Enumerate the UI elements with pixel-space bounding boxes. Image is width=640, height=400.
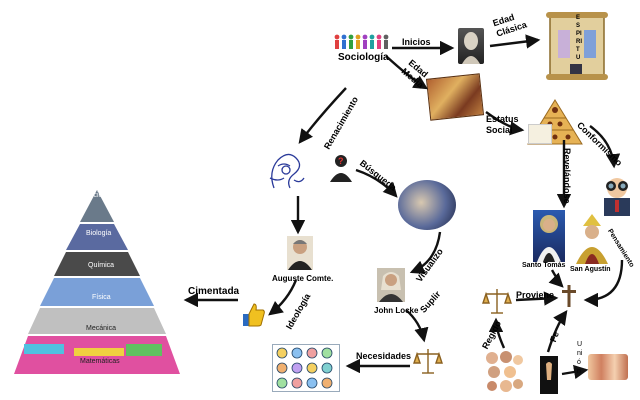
john-locke-image (377, 268, 405, 302)
arrow-busqueda (355, 168, 398, 198)
thumbs-up-image (240, 302, 266, 328)
pyramid-level-label: Sociología (85, 192, 118, 199)
sociologia-label: Sociología (338, 52, 389, 63)
arrow-conformismo (589, 125, 621, 169)
union-crowd-image (588, 354, 628, 380)
arrow-edad-clasica (489, 34, 541, 49)
proviene-label: Proviene (516, 290, 555, 300)
renaissance-drawing-image (264, 148, 308, 192)
santo-tomas-label: Santo Tomás (522, 262, 566, 269)
arrow-visualizo (409, 231, 442, 275)
sociologia-people-icon (333, 34, 389, 50)
pyramid-level-label: Matemáticas (80, 358, 120, 365)
knowledge-pyramid (14, 188, 180, 376)
status-chart-image (528, 124, 552, 144)
union-label: Unión (577, 341, 583, 375)
pyramid-level-label: Mecánica (86, 325, 116, 332)
svg-text:?: ? (338, 156, 344, 166)
arrow-proviene (515, 291, 559, 306)
pyramid-level-label: Biología (86, 230, 112, 237)
revelandose-label: Revelándose (562, 148, 572, 204)
scales-icon (413, 346, 443, 376)
arrow-union (561, 364, 589, 380)
scales-icon (482, 286, 512, 316)
john-locke-label: John Locke (374, 306, 419, 315)
arrow-fe (546, 310, 568, 353)
pyramid-level-label: Física (92, 294, 111, 301)
cimentada-label: Cimentada (188, 286, 240, 297)
cross-icon (561, 284, 577, 308)
arrow-estatus (485, 111, 525, 136)
san-agustin-label: San Agustín (570, 266, 611, 273)
san-agustin-image (573, 212, 611, 264)
greek-bust-image (458, 28, 484, 64)
crowd-image (484, 350, 524, 392)
necesidades-label: Necesidades (356, 351, 412, 361)
needs-icons-image (272, 344, 340, 392)
arrow-pensamiento (583, 259, 624, 308)
arrow-santo-tomas (548, 269, 564, 288)
question-man-image: ? (328, 152, 354, 182)
search-painting-image (398, 180, 456, 230)
inicios-label: Inicios (402, 37, 431, 47)
auguste-comte-image (287, 236, 313, 270)
santo-tomas-image (533, 210, 565, 262)
arrow-renacimiento (298, 87, 347, 144)
arrow-edad-media (385, 55, 429, 90)
arrow-suplir (405, 309, 429, 343)
espiritu-scroll-image (544, 10, 610, 82)
arrow-ideologia (268, 279, 298, 316)
espiritu-text: ESPIRITU (576, 15, 582, 61)
pyramid-level-label: Química (88, 262, 115, 269)
arrow-regido (488, 317, 506, 349)
auguste-comte-label: Auguste Comte. (272, 274, 334, 283)
praying-woman-image (540, 356, 558, 394)
estatus-social-label: Estatus Social (486, 114, 519, 135)
binoculars-man-image (600, 172, 634, 216)
